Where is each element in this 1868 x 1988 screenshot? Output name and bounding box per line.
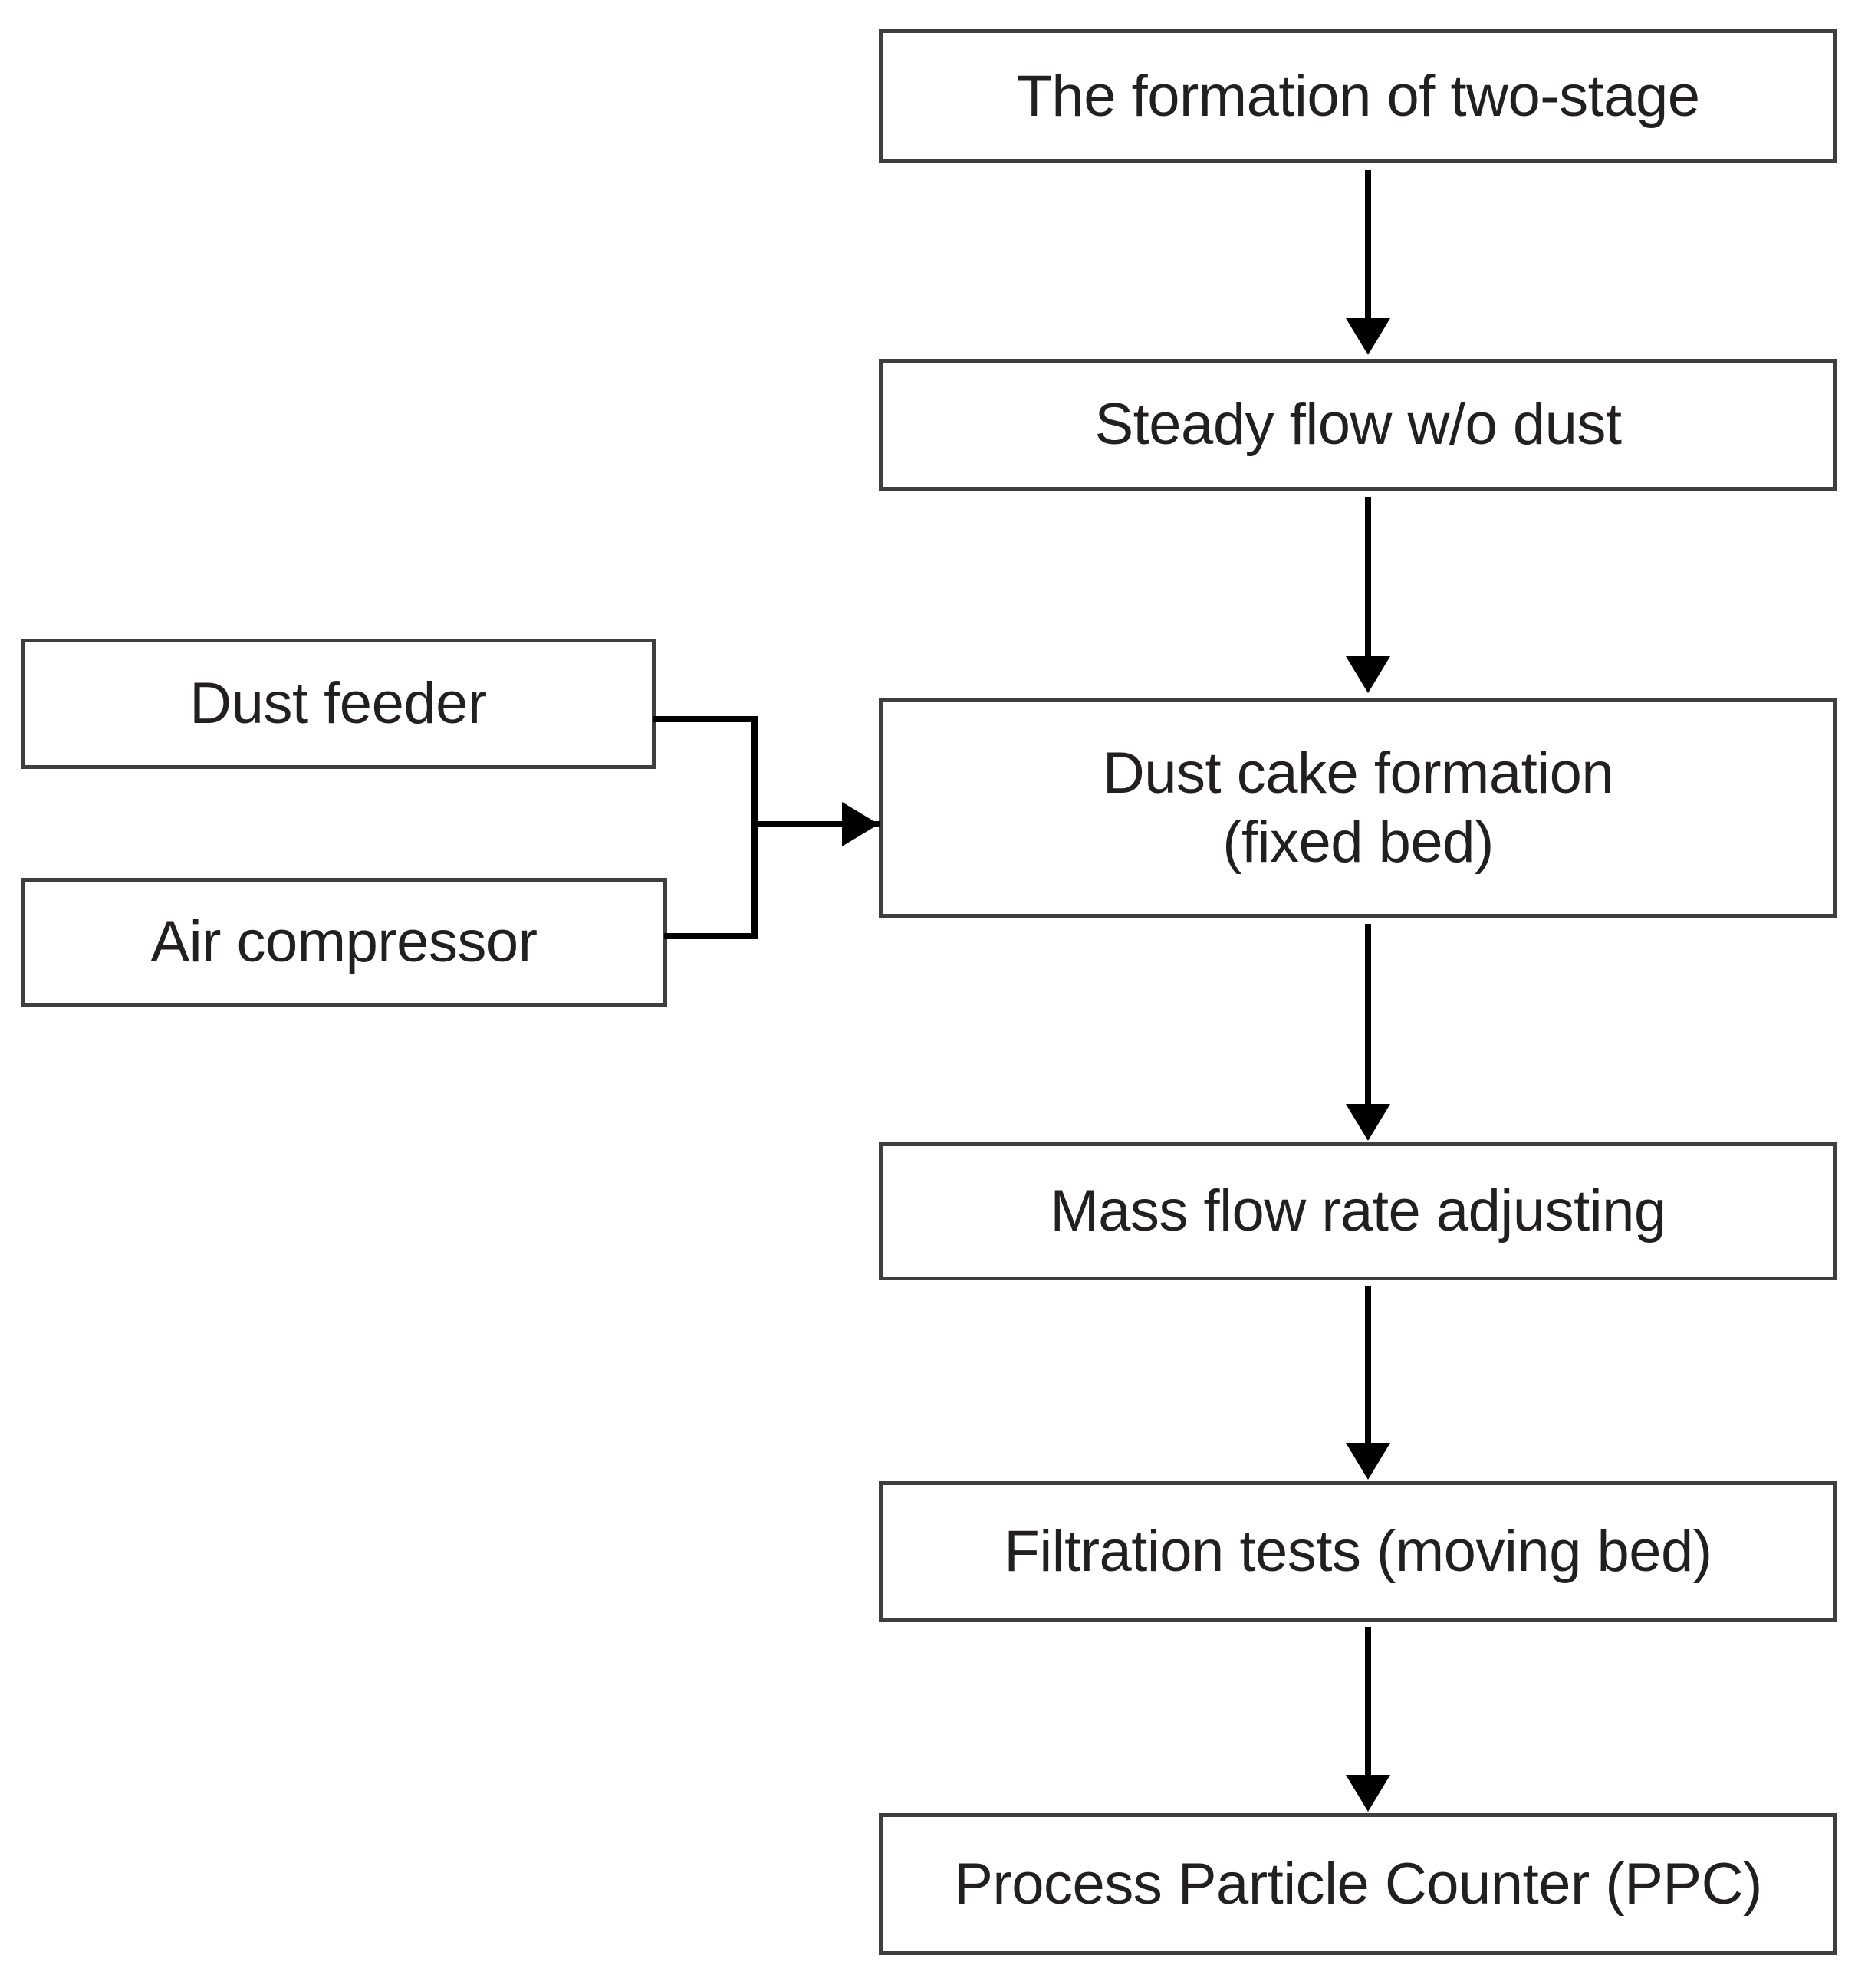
edge-inputs-dustcake-line <box>751 821 880 827</box>
node-mass-flow-rate-adjusting[interactable]: Mass flow rate adjusting <box>879 1142 1837 1280</box>
node-formation[interactable]: The formation of two-stage <box>879 29 1837 163</box>
edge-steady-dustcake-line <box>1365 497 1371 659</box>
node-dust-feeder[interactable]: Dust feeder <box>21 639 656 769</box>
node-air-compressor[interactable]: Air compressor <box>21 878 667 1007</box>
edge-filtration-ppc-line <box>1365 1627 1371 1780</box>
edge-formation-steady-arrowhead <box>1346 318 1390 355</box>
node-filtration-tests[interactable]: Filtration tests (moving bed) <box>879 1481 1837 1622</box>
node-process-particle-counter[interactable]: Process Particle Counter (PPC) <box>879 1813 1837 1955</box>
node-air-compressor-label: Air compressor <box>150 909 538 975</box>
node-steady-flow-label: Steady flow w/o dust <box>1094 392 1622 458</box>
edge-formation-steady-line <box>1365 170 1371 322</box>
edge-aircompressor-bracket-stub <box>664 933 758 939</box>
edge-dustcake-massflow-arrowhead <box>1346 1104 1390 1141</box>
node-dust-cake-formation-label: Dust cake formation (fixed bed) <box>1102 740 1614 875</box>
node-dust-cake-formation[interactable]: Dust cake formation (fixed bed) <box>879 698 1837 918</box>
node-filtration-tests-label: Filtration tests (moving bed) <box>1004 1518 1712 1584</box>
edge-dustcake-massflow-line <box>1365 924 1371 1108</box>
node-formation-label: The formation of two-stage <box>1016 63 1700 129</box>
node-mass-flow-rate-adjusting-label: Mass flow rate adjusting <box>1050 1178 1666 1244</box>
edge-inputs-bracket-spine <box>751 716 758 939</box>
node-steady-flow[interactable]: Steady flow w/o dust <box>879 359 1837 491</box>
edge-massflow-filtration-arrowhead <box>1346 1443 1390 1480</box>
edge-dustfeeder-bracket-stub <box>653 716 758 722</box>
edge-steady-dustcake-arrowhead <box>1346 656 1390 693</box>
node-process-particle-counter-label: Process Particle Counter (PPC) <box>954 1851 1762 1917</box>
edge-massflow-filtration-line <box>1365 1286 1371 1447</box>
node-dust-feeder-label: Dust feeder <box>189 671 487 737</box>
edge-filtration-ppc-arrowhead <box>1346 1775 1390 1812</box>
edge-inputs-dustcake-arrowhead <box>842 802 879 846</box>
